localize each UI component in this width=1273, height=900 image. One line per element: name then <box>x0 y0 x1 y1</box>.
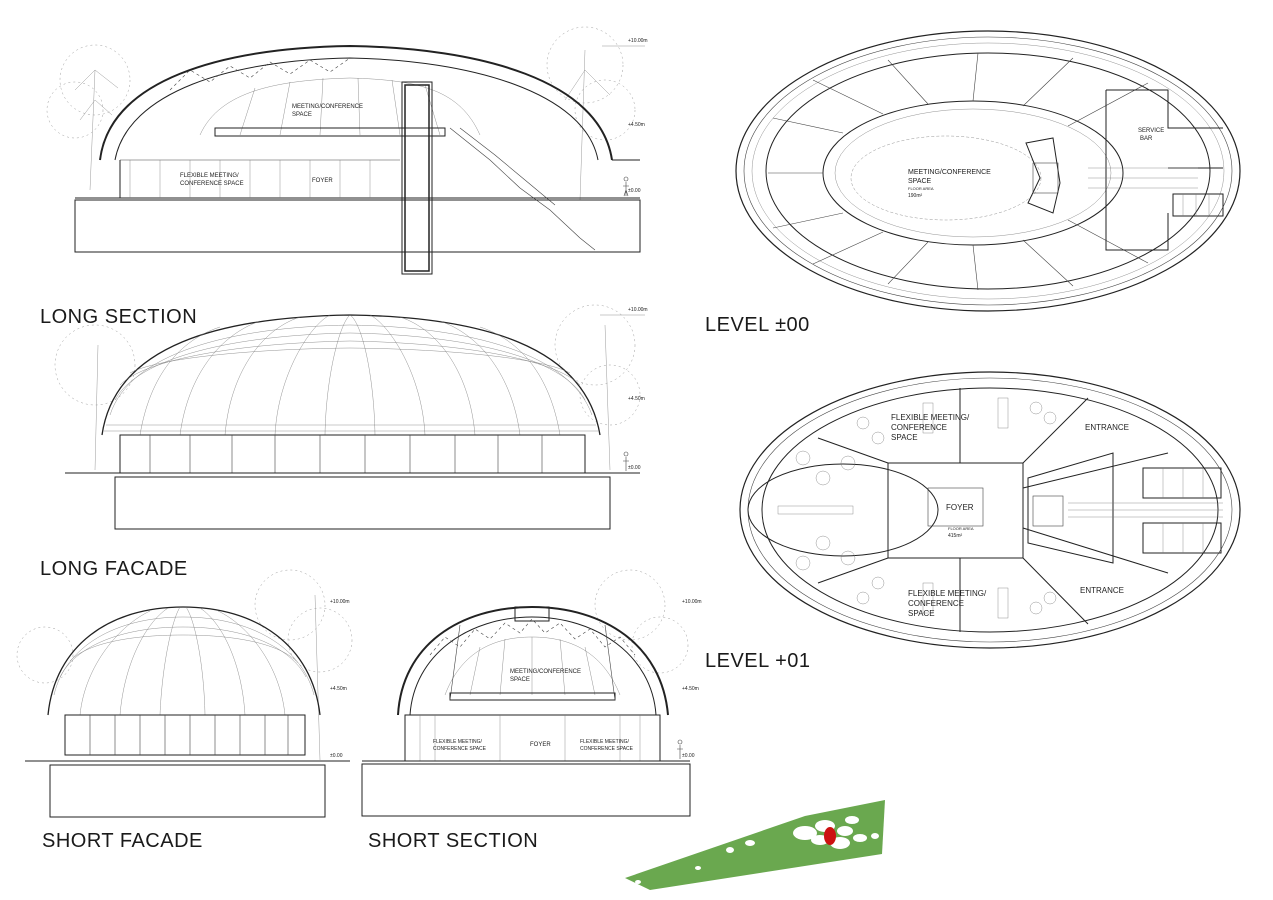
tree-right <box>546 26 636 201</box>
level-marker-ground: ±0.00 <box>628 188 641 194</box>
room-label-space: SPACE <box>908 178 932 185</box>
room-label-space: SPACE <box>510 677 530 683</box>
room-label-meeting: MEETING/CONFERENCE <box>292 104 363 110</box>
room-label-entrance-top: ENTRANCE <box>1085 423 1129 432</box>
room-label-conference-bottom: CONFERENCE <box>908 599 964 608</box>
furniture <box>777 397 1057 619</box>
level-marker-mid: +4.50m <box>330 686 347 692</box>
room-label-flexible: FLEXIBLE MEETING/ <box>180 173 239 179</box>
long-section-title: LONG SECTION <box>40 306 198 328</box>
tree-left-short <box>16 626 74 684</box>
level-marker-ground: ±0.00 <box>628 465 641 471</box>
long-facade-title: LONG FACADE <box>40 558 188 580</box>
room-label-foyer: FOYER <box>530 742 551 748</box>
room-label-space-top: SPACE <box>891 433 918 442</box>
short-facade-svg: +10.00m +4.50m ±0.00 <box>16 569 353 818</box>
tree-left-facade <box>54 324 136 471</box>
short-section-svg: MEETING/CONFERENCE SPACE FLEXIBLE MEETIN… <box>361 569 702 817</box>
short-facade-drawing: +10.00m +4.50m ±0.00 <box>16 565 360 825</box>
room-label-flexible-bottom: FLEXIBLE MEETING/ <box>908 589 987 598</box>
level-marker-mid: +4.50m <box>682 686 699 692</box>
long-facade-svg: +10.00m +4.50m ±0.00 <box>54 304 648 530</box>
level-marker-mid: +4.50m <box>628 122 645 128</box>
room-label-conference-top: CONFERENCE <box>891 423 947 432</box>
radial-spokes <box>768 52 1149 291</box>
room-label-flexible-right: FLEXIBLE MEETING/ <box>580 739 630 745</box>
room-label-conference: CONFERENCE SPACE <box>180 181 244 187</box>
tree-right-ss <box>594 569 689 674</box>
floor-area-label: FLOOR AREA <box>908 186 934 191</box>
tree-left <box>46 44 131 191</box>
room-label-conference-right: CONFERENCE SPACE <box>580 746 634 752</box>
long-section-svg: MEETING/CONFERENCE SPACE FLEXIBLE MEETIN… <box>46 26 648 275</box>
level-00-title: LEVEL ±00 <box>705 314 810 336</box>
radial-walls <box>817 388 1169 632</box>
room-label-bar: BAR <box>1140 136 1153 142</box>
room-label-foyer: FOYER <box>312 178 333 184</box>
floor-area-label: FLOOR AREA <box>948 526 974 531</box>
level-marker-top: +10.00m <box>628 307 648 313</box>
room-label-flexible-left: FLEXIBLE MEETING/ <box>433 739 483 745</box>
room-label-space-bottom: SPACE <box>908 609 935 618</box>
site-location-marker <box>824 827 836 845</box>
room-label-service: SERVICE <box>1138 128 1164 134</box>
level-marker-top: +10.00m <box>682 599 702 605</box>
tree-right-facade <box>554 304 641 471</box>
level-marker-ground: ±0.00 <box>330 753 343 759</box>
short-section-drawing: MEETING/CONFERENCE SPACE FLEXIBLE MEETIN… <box>360 565 702 825</box>
level-marker-top: +10.00m <box>628 38 648 44</box>
long-section-drawing: MEETING/CONFERENCE SPACE FLEXIBLE MEETIN… <box>20 10 680 290</box>
level-01-plan: FLEXIBLE MEETING/ CONFERENCE SPACE FLEXI… <box>728 368 1248 658</box>
level-marker-ground: ±0.00 <box>682 753 695 759</box>
room-label-meeting: MEETING/CONFERENCE <box>510 669 581 675</box>
room-label-foyer: FOYER <box>946 503 974 512</box>
long-facade-drawing: +10.00m +4.50m ±0.00 <box>20 285 680 535</box>
short-facade-title: SHORT FACADE <box>42 830 203 852</box>
level-marker-mid: +4.50m <box>628 396 645 402</box>
level-01-plan-svg: FLEXIBLE MEETING/ CONFERENCE SPACE FLEXI… <box>739 371 1241 649</box>
level-01-title: LEVEL +01 <box>705 650 811 672</box>
tree-right-short <box>254 569 353 761</box>
site-plan-svg <box>625 800 885 890</box>
floor-area-value: 415m² <box>948 533 963 539</box>
room-label-entrance-bottom: ENTRANCE <box>1080 586 1124 595</box>
level-marker-top: +10.00m <box>330 599 350 605</box>
room-label-flexible-top: FLEXIBLE MEETING/ <box>891 413 970 422</box>
level-00-plan-svg: MEETING/CONFERENCE SPACE FLOOR AREA 190m… <box>735 30 1241 312</box>
floor-area-value: 190m² <box>908 193 923 199</box>
site-plan-thumbnail <box>620 798 890 893</box>
level-00-plan: MEETING/CONFERENCE SPACE FLOOR AREA 190m… <box>728 28 1248 318</box>
room-label-meeting: MEETING/CONFERENCE <box>908 169 991 176</box>
room-label-space: SPACE <box>292 112 312 118</box>
short-section-title: SHORT SECTION <box>368 830 539 852</box>
room-label-conference-left: CONFERENCE SPACE <box>433 746 487 752</box>
